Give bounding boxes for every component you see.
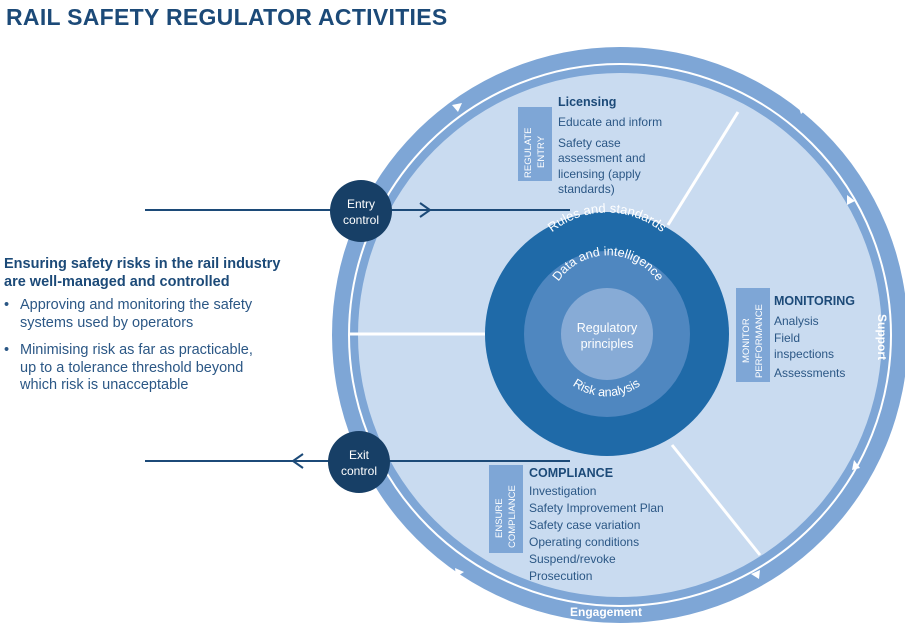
monitoring-item: Field: [774, 331, 800, 345]
divider-bottom-right: [670, 444, 762, 556]
compliance-title: COMPLIANCE: [529, 466, 613, 480]
compliance-item: Investigation: [529, 484, 596, 498]
licensing-item: licensing (apply: [558, 167, 641, 181]
licensing-tag: [518, 107, 552, 181]
monitoring-tag: [736, 288, 770, 382]
bullet-item: • Minimising risk as far as practicable,…: [4, 342, 314, 395]
center-line1: Regulatory: [577, 321, 638, 335]
center-line2: principles: [581, 337, 634, 351]
left-panel: Ensuring safety risks in the rail indust…: [4, 255, 314, 405]
compliance-items: Investigation Safety Improvement Plan Sa…: [529, 484, 664, 583]
compliance-item: Safety Improvement Plan: [529, 501, 664, 515]
left-heading-line2: are well-managed and controlled: [4, 274, 230, 290]
monitoring-tag-line2: PERFORMANCE: [754, 304, 765, 378]
compliance-tag-line2: COMPLIANCE: [507, 485, 518, 548]
licensing-tag-line2: ENTRY: [536, 135, 547, 168]
bullet-line: up to a tolerance threshold beyond: [20, 359, 244, 376]
divider-top-right: [666, 111, 740, 226]
compliance-tag: [489, 465, 523, 553]
monitoring-title: MONITORING: [774, 294, 855, 308]
entry-control-node: [330, 180, 392, 242]
monitoring-items: Analysis Field inspections Assessments: [774, 314, 845, 380]
bullet-marker: •: [4, 297, 10, 313]
page-title: RAIL SAFETY REGULATOR ACTIVITIES: [6, 4, 448, 30]
compliance-item: Operating conditions: [529, 535, 639, 549]
bullet-line: Minimising risk as far as practicable,: [20, 342, 253, 358]
monitoring-tag-line1: MONITOR: [741, 318, 752, 363]
entry-control-line1: Entry: [347, 197, 375, 211]
left-heading: Ensuring safety risks in the rail indust…: [4, 255, 314, 291]
core-inner: [561, 288, 653, 380]
engagement-label: Engagement: [570, 605, 642, 619]
ring-arrowheads: [452, 103, 860, 579]
licensing-title: Licensing: [558, 95, 616, 109]
compliance-item: Prosecution: [529, 569, 592, 583]
bullet-marker: •: [4, 342, 10, 358]
exit-control-line2: control: [341, 464, 377, 478]
monitoring-item: inspections: [774, 347, 834, 361]
bullet-line: systems used by operators: [20, 314, 194, 331]
left-heading-line1: Ensuring safety risks in the rail indust…: [4, 256, 281, 272]
licensing-item: Safety case: [558, 136, 621, 150]
bullet-item: • Approving and monitoring the safety sy…: [4, 297, 314, 332]
exit-control-line1: Exit: [349, 448, 370, 462]
monitoring-item: Assessments: [774, 366, 845, 380]
monitoring-item: Analysis: [774, 314, 819, 328]
support-label: Support: [875, 314, 889, 360]
risk-label: Risk analysis: [571, 376, 643, 399]
bullet-line: which risk is unacceptable: [20, 377, 189, 393]
licensing-item: standards): [558, 182, 615, 196]
bullet-line: Approving and monitoring the safety: [20, 297, 253, 313]
licensing-item: assessment and: [558, 151, 645, 165]
entry-control-line2: control: [343, 213, 379, 227]
compliance-item: Safety case variation: [529, 518, 640, 532]
licensing-tag-line1: REGULATE: [523, 127, 534, 178]
exit-control-node: [328, 431, 390, 493]
compliance-item: Suspend/revoke: [529, 552, 616, 566]
licensing-item: Educate and inform: [558, 115, 662, 129]
entry-arrow-icon: [419, 202, 432, 218]
compliance-tag-line1: ENSURE: [494, 498, 505, 538]
licensing-items: Educate and inform Safety case assessmen…: [558, 115, 662, 196]
exit-arrow-icon: [291, 453, 304, 469]
outer-ring-inner-line: [348, 63, 892, 607]
